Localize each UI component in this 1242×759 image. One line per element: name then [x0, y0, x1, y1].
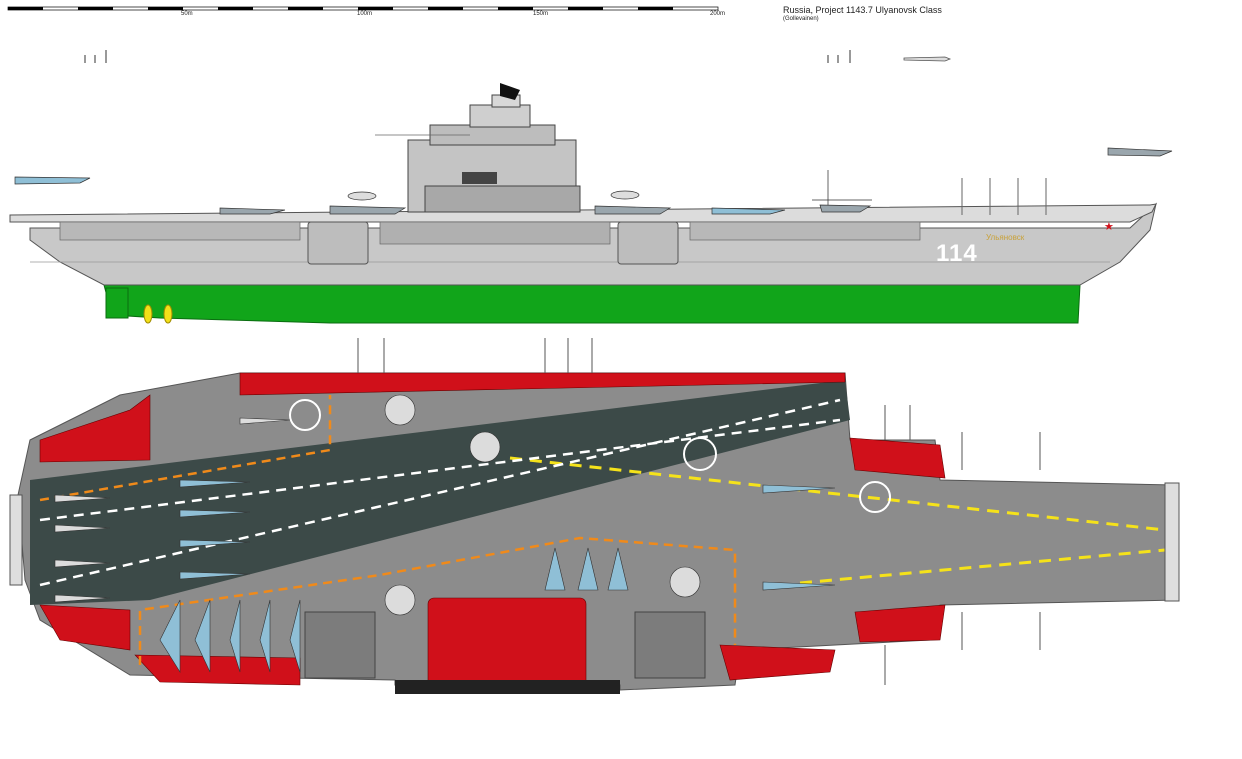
elevator-side-1 [307, 221, 369, 265]
fighter-icon [711, 207, 786, 215]
fighter-icon [194, 599, 211, 673]
elevator-plan-1 [304, 611, 376, 679]
scale-figures-right [827, 50, 851, 63]
fighter-icon [259, 599, 271, 673]
stern-edge [9, 494, 23, 586]
bow-edge [1164, 482, 1180, 602]
helipad-icon [683, 437, 717, 471]
fighter-icon [762, 581, 836, 591]
helipad-icon [859, 481, 891, 513]
missile-icon [903, 56, 952, 62]
fighter-icon [607, 547, 629, 591]
flying-fighter-icon [1107, 147, 1173, 157]
landing-lines [509, 456, 1166, 585]
star-emblem-icon: ★ [1104, 220, 1114, 233]
awacs-plan-icon [384, 394, 416, 426]
side-profile: ★ [9, 83, 1173, 324]
awacs-plan-icon [469, 431, 501, 463]
awacs-icon [594, 205, 672, 215]
island-superstructure [375, 83, 581, 213]
awacs-icon [329, 205, 407, 215]
centerlines [39, 398, 841, 587]
safety-lines [39, 395, 737, 665]
drawing-credit: (Gollevainen) [783, 16, 819, 22]
hull-number: 114 [936, 240, 978, 267]
elevator-plan-2 [634, 611, 706, 679]
scale-label-200: 200m [710, 11, 726, 17]
scale-figures-left [84, 50, 107, 63]
scale-bar [7, 6, 719, 11]
fighter-icon [577, 547, 599, 591]
scale-label-150: 150m [533, 11, 549, 17]
fighter-icon [179, 509, 251, 518]
flight-deck-edge [9, 203, 1157, 223]
fighter-icon [159, 599, 181, 674]
fighter-icon [179, 571, 251, 580]
awacs-plan-icon [669, 566, 701, 598]
aircraft-plan [159, 479, 836, 674]
flying-fighter-icon [14, 176, 91, 185]
scale-label-100: 100m [357, 11, 373, 17]
helicopter-icon [819, 204, 872, 213]
underwater-hull [103, 284, 1081, 324]
fighter-icon [544, 547, 566, 591]
plan-view [9, 338, 1180, 694]
fighter-icon [229, 599, 241, 673]
radar-antenna-icon [500, 83, 520, 100]
fighter-icon [289, 599, 301, 673]
helipad-icon [289, 399, 321, 431]
propeller-icon [143, 304, 153, 324]
aircraft-profile [219, 190, 872, 215]
awacs-plan-icon [384, 584, 416, 616]
fighter-icon [762, 484, 836, 494]
fighter-icon [219, 207, 286, 215]
fighter-icon [179, 539, 251, 548]
elevator-side-2 [617, 221, 679, 265]
drawing-title: Russia, Project 1143.7 Ulyanovsk Class [783, 5, 942, 15]
ship-name: Ульяновск [986, 233, 1025, 242]
red-sponsons [39, 372, 946, 687]
scale-label-50: 50m [181, 11, 193, 17]
fighter-icon [179, 479, 251, 488]
